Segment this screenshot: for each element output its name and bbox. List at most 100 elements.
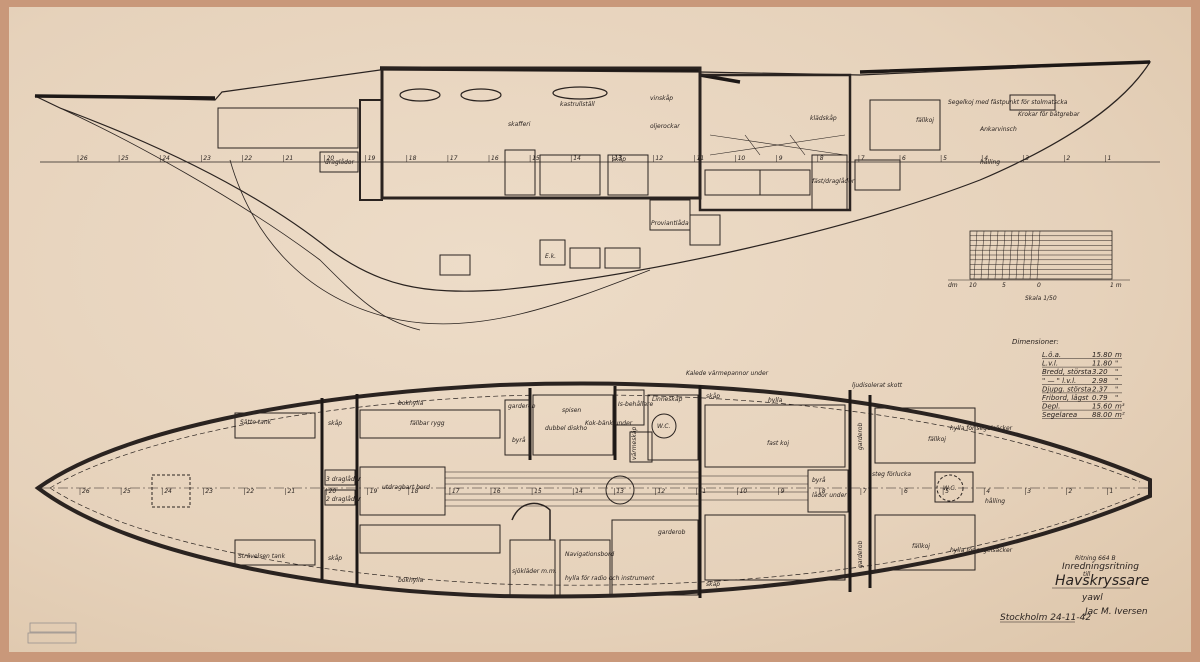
station-number: 25 [123,488,131,495]
dimensions-heading: Dimensioner: [1012,338,1059,346]
scale-bar: dm 10 5 0 1 m Skala 1/50 [948,230,1130,302]
profile-label: oljerockar [650,123,680,130]
profile-label: Ankarvinsch [979,126,1017,133]
station-number: 12 [657,488,665,495]
plan-label: fällkoj [928,436,946,443]
cabin-aft [359,99,383,201]
dimension-value: 15.60 [1092,403,1113,411]
dimension-unit: " [1115,394,1118,402]
dimension-value: 0.79 [1092,394,1108,402]
galley-xpattern [709,134,846,156]
profile-view: draglådor kastrullställ vinskåp skafferi… [34,60,1160,331]
plan-label: bokhylla [398,400,424,407]
scale-tick: 0 [1037,282,1041,289]
plan-label: byrå [812,477,826,484]
scale-grid-line [1008,230,1013,280]
plan-label: 2 draglådor [326,496,361,503]
station-number: 7 [863,488,867,495]
archive-stamp [27,622,77,644]
station-number: 16 [491,155,499,162]
profile-label: skåp [612,156,626,163]
plan-label: hylla för radio och instrument [565,575,655,582]
plan-label: Navigationsbord [565,551,614,558]
wc-plan [651,413,677,439]
station-number: 10 [740,488,748,495]
title-line-1: Inredningsritning [1062,562,1139,572]
station-number: 16 [493,488,501,495]
station-number: 20 [327,155,335,162]
station-number: 26 [82,488,90,495]
plan-label: Strävelsen tank [238,553,286,560]
station-number: 24 [164,488,172,495]
station-number: 22 [246,488,254,495]
title-line-2: till [1083,571,1091,578]
scale-unit-left: dm [948,282,958,289]
hull-plan-inner [49,394,1141,586]
station-number: 24 [162,155,170,162]
plan-view: Sätte tank Strävelsen tank skåp skåp skå… [34,370,1152,599]
title-main: Havskryssare [1055,573,1149,589]
scale-grid-line [994,230,999,280]
plan-label: dubbel diskho [545,425,587,432]
station-number: 2 [1066,155,1070,162]
plan-label: garderob [857,422,864,450]
scale-grid-line [1036,230,1041,280]
station-number: 17 [452,488,460,495]
station-number: 8 [820,155,824,162]
scale-grid-line [987,230,992,280]
plan-label: skåp [328,555,342,562]
scale-grid-line [980,230,985,280]
berth-slats [445,471,808,507]
dimension-value: 3.20 [1092,368,1108,376]
portholes [399,86,608,102]
dimension-unit: m² [1115,411,1125,419]
station-number: 6 [902,155,906,162]
station-number: 4 [986,488,990,495]
dimension-label: Bredd, största [1042,368,1092,376]
plan-label: skåp [706,393,720,400]
station-number: 2 [1068,488,1072,495]
plan-label: W.C. [943,485,957,492]
station-number: 3 [1027,488,1031,495]
place-date: Stockholm 24-11-42 [1000,613,1091,623]
profile-label: Krokar för båtgrebar [1018,111,1080,118]
dimension-label: L.v.l. [1042,360,1058,368]
dimension-value: 88.00 [1092,411,1113,419]
dimension-unit: m³ [1115,403,1125,411]
profile-label: fäst/draglådor [812,178,855,185]
plan-label: garderob [658,529,686,536]
plan-label: steg förluckа [872,471,911,478]
station-number: 8 [822,488,826,495]
dimension-unit: " [1115,385,1118,393]
profile-label: kastrullställ [560,101,595,108]
furniture-plan [151,389,976,596]
dimension-value: 11.80 [1092,360,1113,368]
station-number: 9 [779,155,783,162]
plan-label: Linneskåp [652,396,683,403]
scale-tick: 10 [969,282,977,289]
station-number: 23 [205,488,213,495]
dimension-value: 2.37 [1092,385,1108,393]
station-number: 1 [1110,488,1114,495]
plan-label: hålling [985,498,1005,505]
profile-label: vinskåp [650,95,673,102]
plan-label: Is-behållare [618,401,654,408]
station-number: 18 [409,155,417,162]
station-number: 7 [861,155,865,162]
cabin-forward [698,73,852,212]
plan-label: värmeskåp [631,426,638,460]
dimension-unit: " [1115,377,1118,385]
station-number: 21 [288,488,296,495]
station-number: 9 [781,488,785,495]
lockers-profile [217,94,1056,276]
plan-label: ljudisolerat skott [852,382,903,389]
plan-label: hylla [768,397,783,404]
profile-label: skafferi [508,121,531,128]
plan-label: Kok-bänk under [585,420,633,427]
scale-grid-line [1022,230,1027,280]
